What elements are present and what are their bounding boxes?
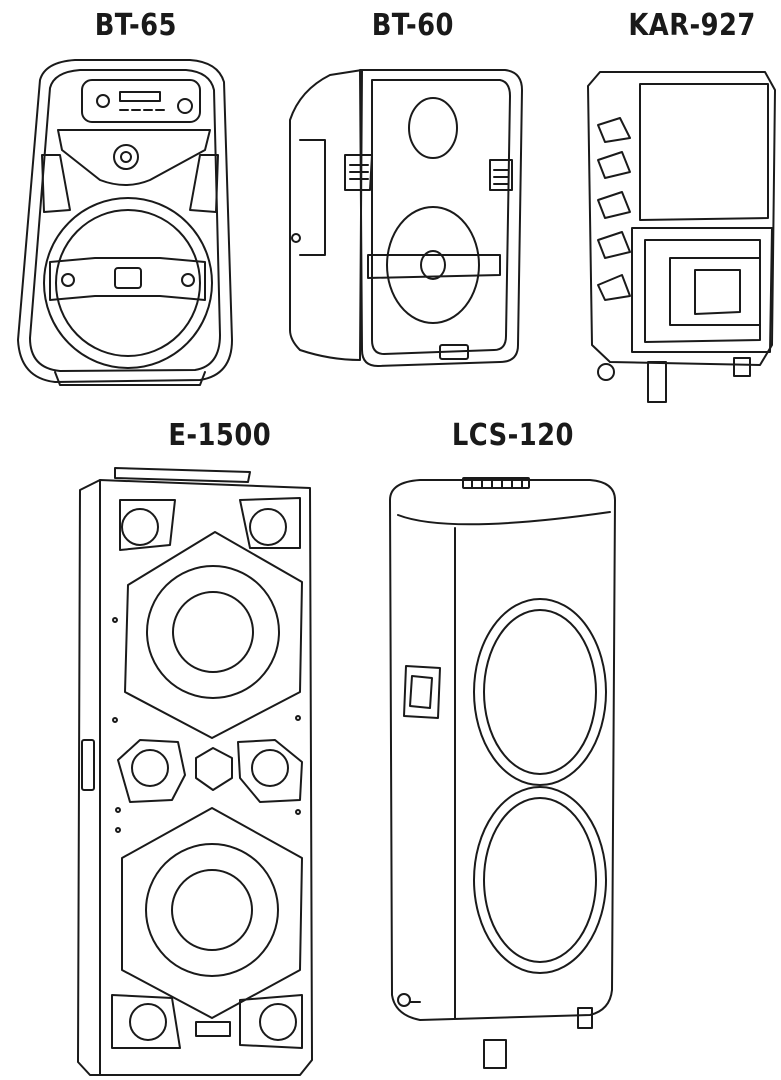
label-e1500: E-1500 xyxy=(168,418,272,453)
label-bt60: BT-60 xyxy=(371,8,454,43)
label-lcs120: LCS-120 xyxy=(451,418,574,453)
speaker-lcs120-illustration xyxy=(390,478,615,1068)
label-kar927: KAR-927 xyxy=(628,8,756,43)
speaker-e1500-illustration xyxy=(78,468,312,1075)
speaker-bt60-illustration xyxy=(290,70,522,366)
speaker-bt65-illustration xyxy=(18,60,232,385)
label-bt65: BT-65 xyxy=(94,8,177,43)
speaker-kar927-illustration xyxy=(588,72,775,402)
